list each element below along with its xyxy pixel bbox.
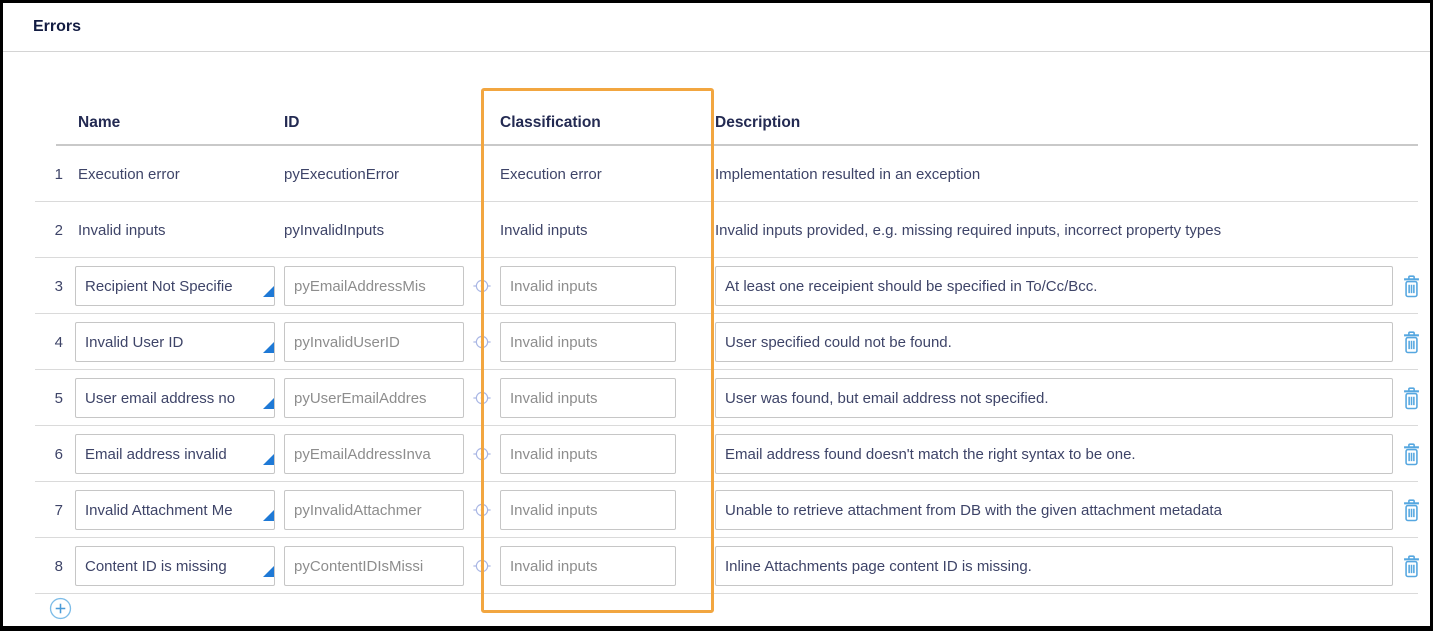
trash-icon[interactable] [1401, 554, 1422, 579]
panel-header: Errors [3, 3, 1430, 52]
target-crosshair-icon[interactable] [472, 500, 492, 520]
column-header-id: ID [284, 114, 300, 131]
description-value: Implementation resulted in an exception [715, 165, 981, 183]
row-number: 7 [54, 501, 63, 519]
expand-corner-icon[interactable] [263, 510, 274, 521]
column-header-description: Description [715, 114, 801, 131]
classification-input[interactable] [500, 490, 676, 530]
description-input[interactable] [715, 546, 1393, 586]
expand-corner-icon[interactable] [263, 566, 274, 577]
row-number: 3 [54, 277, 63, 295]
expand-corner-icon[interactable] [263, 342, 274, 353]
table-row: 7 [3, 482, 1430, 538]
target-crosshair-icon[interactable] [472, 388, 492, 408]
table-footer [3, 594, 1430, 622]
table-row: 8 [3, 538, 1430, 594]
table-row: 3 [3, 258, 1430, 314]
expand-corner-icon[interactable] [263, 454, 274, 465]
column-header-classification: Classification [500, 114, 601, 131]
column-header-name: Name [78, 114, 121, 131]
id-value: pyInvalidInputs [284, 221, 385, 239]
name-input[interactable] [75, 546, 275, 586]
id-input[interactable] [284, 546, 464, 586]
table-row: 1 Execution error pyExecutionError Execu… [3, 146, 1430, 202]
description-input[interactable] [715, 322, 1393, 362]
page-title: Errors [33, 18, 82, 35]
id-input[interactable] [284, 378, 464, 418]
id-input[interactable] [284, 266, 464, 306]
description-input[interactable] [715, 378, 1393, 418]
name-input[interactable] [75, 378, 275, 418]
target-crosshair-icon[interactable] [472, 556, 492, 576]
plus-circle-icon[interactable] [49, 597, 72, 620]
name-input[interactable] [75, 322, 275, 362]
row-number: 4 [54, 333, 63, 351]
row-number: 5 [54, 389, 63, 407]
table-header-row: Name ID Classification Description [3, 52, 1430, 146]
description-input[interactable] [715, 434, 1393, 474]
id-input[interactable] [284, 434, 464, 474]
row-number: 6 [54, 445, 63, 463]
name-value: Invalid inputs [78, 221, 166, 239]
name-input[interactable] [75, 266, 275, 306]
trash-icon[interactable] [1401, 330, 1422, 355]
trash-icon[interactable] [1401, 274, 1422, 299]
id-input[interactable] [284, 490, 464, 530]
description-input[interactable] [715, 266, 1393, 306]
target-crosshair-icon[interactable] [472, 444, 492, 464]
description-input[interactable] [715, 490, 1393, 530]
target-crosshair-icon[interactable] [472, 276, 492, 296]
expand-corner-icon[interactable] [263, 398, 274, 409]
table-row: 2 Invalid inputs pyInvalidInputs Invalid… [3, 202, 1430, 258]
name-input[interactable] [75, 490, 275, 530]
classification-value: Invalid inputs [500, 221, 588, 239]
classification-input[interactable] [500, 266, 676, 306]
classification-value: Execution error [500, 165, 602, 183]
trash-icon[interactable] [1401, 498, 1422, 523]
classification-input[interactable] [500, 546, 676, 586]
row-number: 2 [54, 221, 63, 239]
row-number: 8 [54, 557, 63, 575]
id-input[interactable] [284, 322, 464, 362]
description-value: Invalid inputs provided, e.g. missing re… [715, 221, 1222, 239]
expand-corner-icon[interactable] [263, 286, 274, 297]
classification-input[interactable] [500, 322, 676, 362]
name-value: Execution error [78, 165, 180, 183]
name-input[interactable] [75, 434, 275, 474]
table-row: 4 [3, 314, 1430, 370]
table-row: 5 [3, 370, 1430, 426]
trash-icon[interactable] [1401, 386, 1422, 411]
classification-input[interactable] [500, 378, 676, 418]
id-value: pyExecutionError [284, 165, 400, 183]
row-number: 1 [54, 165, 63, 183]
trash-icon[interactable] [1401, 442, 1422, 467]
table-row: 6 [3, 426, 1430, 482]
target-crosshair-icon[interactable] [472, 332, 492, 352]
classification-input[interactable] [500, 434, 676, 474]
